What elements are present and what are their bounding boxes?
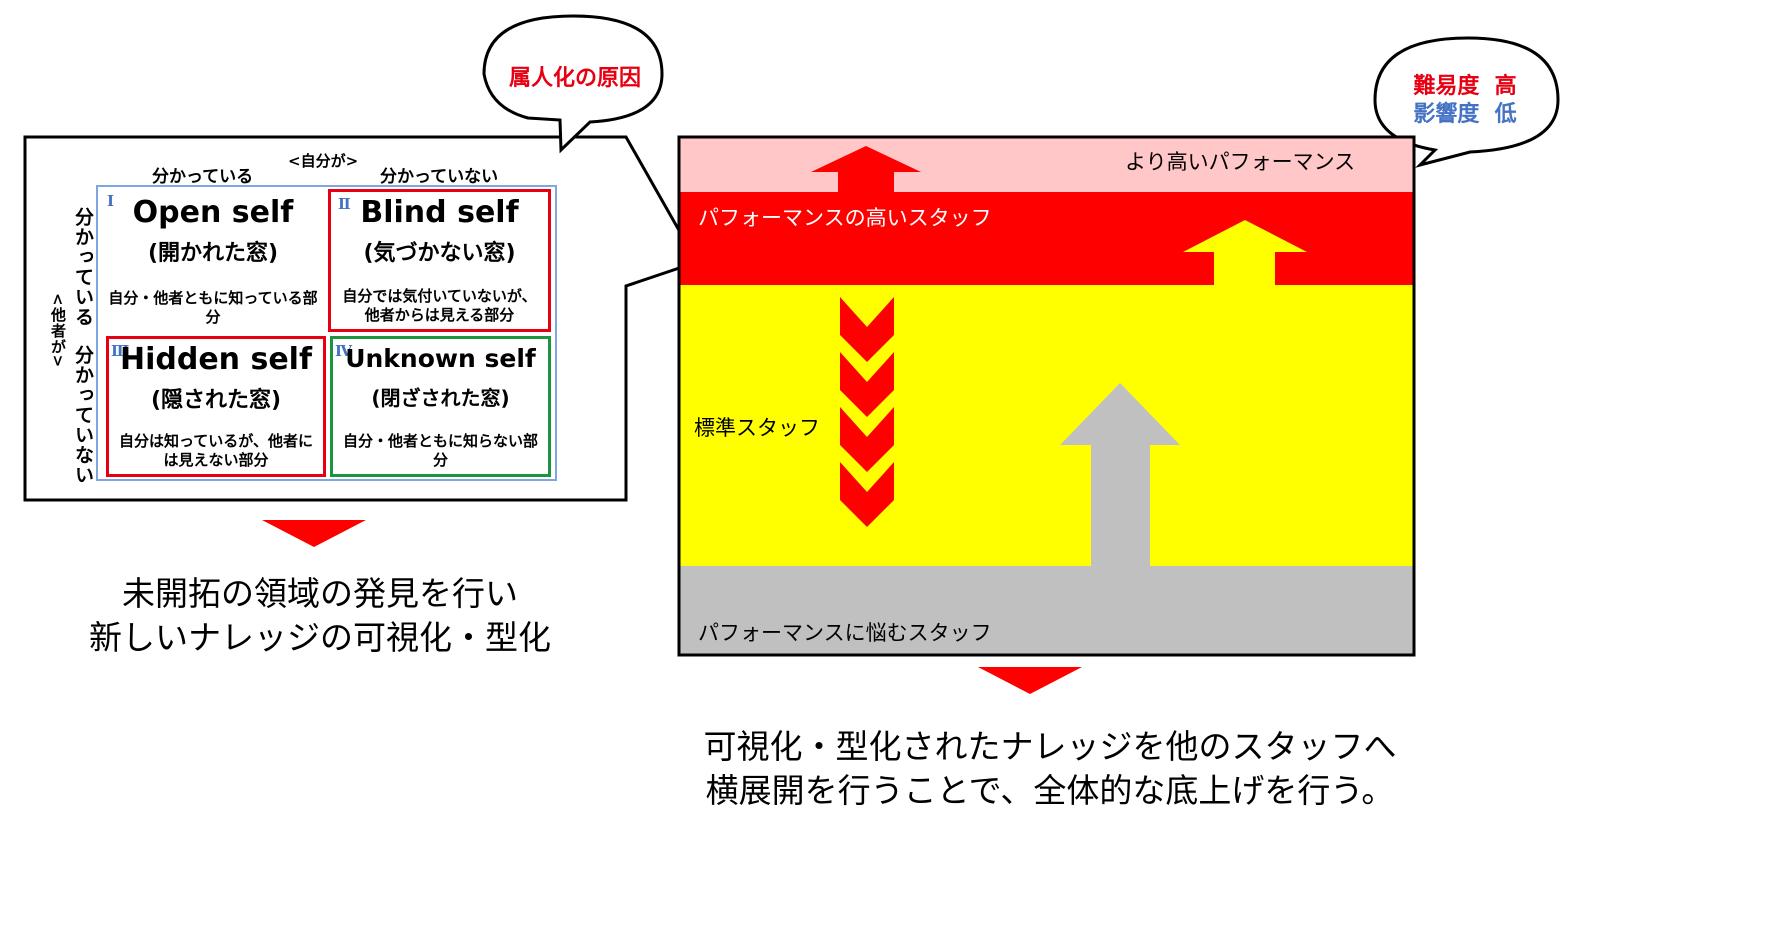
band-standard <box>679 285 1414 566</box>
quadrant-subtitle: (気づかない窓) <box>363 241 516 266</box>
quadrant-subtitle: (開かれた窓) <box>147 241 279 266</box>
right-caption-line2: 横展開を行うことで、全体的な底上げを行う。 <box>705 771 1395 810</box>
quadrant-number: Ⅱ <box>338 195 351 213</box>
difficulty-label: 難易度 <box>1413 74 1480 99</box>
quadrant-number: Ⅰ <box>107 192 115 210</box>
quadrant-title: Unknown self <box>345 344 536 373</box>
performance-frame <box>677 135 1416 657</box>
quadrant-title: Open self <box>132 195 294 230</box>
yellow-up-arrow <box>1183 220 1307 285</box>
quadrant-hidden-self: Ⅲ Hidden self (隠された窓) 自分は知っているが、他者には見えない… <box>106 336 326 477</box>
difficulty-bubble: 難易度 高 影響度 低 <box>1390 73 1540 129</box>
row-known-label: 分かっている <box>72 207 94 327</box>
chevron-3 <box>840 407 894 472</box>
quadrant-subtitle: (隠された窓) <box>150 388 282 413</box>
gray-up-arrow <box>1060 383 1180 566</box>
quadrant-description: 自分は知っているが、他者には見えない部分 <box>119 432 313 469</box>
quadrant-number: Ⅲ <box>111 342 130 360</box>
quadrant-number: Ⅳ <box>335 342 353 360</box>
performance-diagram <box>677 135 1416 657</box>
col-known-label: 分かっている <box>152 167 254 187</box>
quadrant-blind-self: Ⅱ Blind self (気づかない窓) 自分では気付いていないが、他者からは… <box>328 189 551 332</box>
left-caption-line1: 未開拓の領域の発見を行い <box>122 574 518 613</box>
cause-bubble-shape <box>482 14 664 154</box>
right-down-triangle <box>978 667 1082 694</box>
self-axis-label: <自分が> <box>288 152 359 170</box>
left-caption: 未開拓の領域の発見を行い 新しいナレッジの可視化・型化 <box>40 572 600 660</box>
quadrant-title: Hidden self <box>119 342 313 377</box>
col-unknown-label: 分かっていない <box>380 167 499 187</box>
johari-grid: Ⅰ Open self (開かれた窓) 自分・他者ともに知っている部分 Ⅱ Bl… <box>96 185 557 481</box>
quadrant-description: 自分では気付いていないが、他者からは見える部分 <box>342 287 537 324</box>
quadrant-title: Blind self <box>360 195 519 230</box>
chevron-2 <box>840 352 894 417</box>
difficulty-line: 難易度 高 <box>1390 73 1540 101</box>
band-standard-label: 標準スタッフ <box>694 416 820 440</box>
left-caption-line2: 新しいナレッジの可視化・型化 <box>89 618 551 657</box>
row-unknown-label: 分かっていない <box>72 345 94 485</box>
quadrant-subtitle: (閉ざされた窓) <box>371 386 510 410</box>
impact-value: 低 <box>1494 102 1517 127</box>
band-high-label: パフォーマンスの高いスタッフ <box>698 206 992 230</box>
right-caption: 可視化・型化されたナレッジを他のスタッフへ 横展開を行うことで、全体的な底上げを… <box>680 725 1420 813</box>
band-high <box>679 192 1414 285</box>
band-low-label: パフォーマンスに悩むスタッフ <box>698 621 992 645</box>
band-top-label: より高いパフォーマンス <box>1125 150 1356 174</box>
band-top <box>679 137 1414 192</box>
quadrant-open-self: Ⅰ Open self (開かれた窓) 自分・他者ともに知っている部分 <box>100 189 326 333</box>
johari-callout-frame <box>23 135 700 502</box>
impact-label: 影響度 <box>1413 102 1480 127</box>
quadrant-description: 自分・他者ともに知っている部分 <box>108 289 318 326</box>
difficulty-bubble-shape <box>1373 36 1560 168</box>
impact-line: 影響度 低 <box>1390 101 1540 129</box>
left-down-triangle <box>262 520 366 547</box>
others-axis-label: <他者が> <box>49 293 67 369</box>
red-up-arrow <box>811 146 921 192</box>
chevron-1 <box>840 297 894 362</box>
chevron-4 <box>840 462 894 527</box>
difficulty-value: 高 <box>1494 74 1517 99</box>
band-low <box>679 566 1414 655</box>
right-caption-line1: 可視化・型化されたナレッジを他のスタッフへ <box>703 727 1397 766</box>
quadrant-unknown-self: Ⅳ Unknown self (閉ざされた窓) 自分・他者ともに知らない部分 <box>330 336 551 477</box>
cause-bubble-text: 属人化の原因 <box>508 66 641 91</box>
quadrant-description: 自分・他者ともに知らない部分 <box>342 432 538 469</box>
